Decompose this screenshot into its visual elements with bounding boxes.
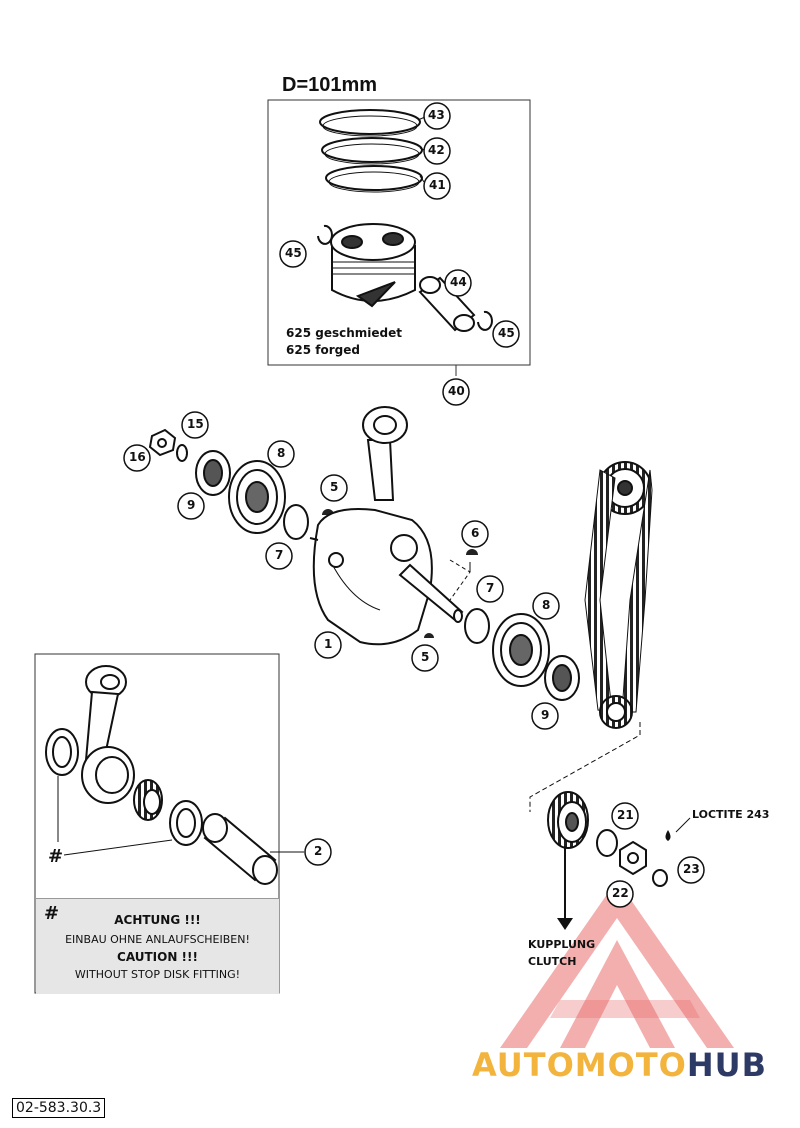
callout-16: 16	[129, 450, 146, 464]
loctite-label: LOCTITE 243	[692, 808, 770, 821]
piston-ring-42	[321, 137, 423, 165]
bearing-8-right	[492, 613, 550, 687]
warning-en-text: WITHOUT STOP DISK FITTING!	[74, 968, 241, 981]
piston	[330, 223, 416, 308]
bore-label: D=101mm	[282, 74, 378, 96]
callout-7-left: 7	[275, 548, 284, 562]
shim-7-left	[283, 504, 309, 540]
needle-bearing	[133, 779, 163, 821]
callout-40: 40	[448, 384, 465, 398]
shaft-seal-9-left	[195, 450, 231, 496]
callout-42: 42	[428, 143, 445, 157]
woodruff-key-6	[466, 549, 478, 555]
piston-pin	[418, 276, 476, 332]
nut-22	[619, 840, 647, 876]
callout-41: 41	[429, 178, 446, 192]
woodruff-key-5-bottom	[424, 633, 434, 638]
thrust-washer-right	[169, 800, 203, 846]
washer-15	[176, 444, 188, 462]
conrod	[81, 665, 135, 804]
callout-5-bottom: 5	[421, 650, 430, 664]
clutch-label-en: CLUTCH	[528, 955, 577, 968]
shim-7-right	[464, 608, 490, 644]
clutch-arrow	[557, 918, 573, 930]
callout-5-top: 5	[330, 480, 339, 494]
watermark-text: AUTOMOTOHUB	[472, 1046, 767, 1084]
circlip-45-right	[477, 310, 493, 331]
circlip-45-left	[317, 224, 333, 245]
washer-23	[652, 869, 668, 887]
crank-pin	[202, 813, 278, 885]
crank-gear	[547, 791, 589, 849]
callout-45-right: 45	[498, 326, 515, 340]
warning-de-title: ACHTUNG !!!	[114, 913, 201, 927]
callout-15: 15	[187, 417, 204, 431]
thrust-washer-left	[45, 728, 79, 776]
spacer-21	[596, 829, 618, 857]
clutch-label-de: KUPPLUNG	[528, 938, 596, 951]
hash-marker: #	[48, 846, 64, 867]
timing-chain	[584, 461, 653, 729]
callout-21: 21	[617, 808, 634, 822]
warning-de-text: EINBAU OHNE ANLAUFSCHEIBEN!	[65, 933, 250, 946]
callout-8-left: 8	[277, 446, 286, 460]
bearing-8-left	[228, 460, 286, 534]
watermark-part2: HUB	[686, 1046, 768, 1084]
warning-hash: #	[44, 903, 60, 924]
nut-16	[148, 428, 177, 457]
callout-9-right: 9	[541, 708, 550, 722]
document-number: 02-583.30.3	[12, 1098, 106, 1118]
watermark-part1: AUTOMOTO	[472, 1046, 687, 1084]
callout-6: 6	[471, 526, 480, 540]
piston-ring-41	[325, 165, 423, 193]
forged-label-de: 625 geschmiedet	[286, 326, 402, 340]
callout-8-right: 8	[542, 598, 551, 612]
loctite-drop	[665, 830, 671, 841]
piston-kit-frame	[267, 99, 531, 366]
shaft-seal-9-right	[544, 655, 580, 701]
crankshaft	[309, 406, 464, 646]
callout-43: 43	[428, 108, 445, 122]
warning-en-title: CAUTION !!!	[117, 950, 198, 964]
callout-2: 2	[314, 844, 323, 858]
callout-7-right: 7	[486, 581, 495, 595]
forged-label-en: 625 forged	[286, 343, 360, 357]
callout-44: 44	[450, 275, 467, 289]
callout-9-left: 9	[187, 498, 196, 512]
callout-circles	[123, 102, 705, 908]
callout-45-left: 45	[285, 246, 302, 260]
callout-22: 22	[612, 886, 629, 900]
warning-panel: # ACHTUNG !!! EINBAU OHNE ANLAUFSCHEIBEN…	[36, 898, 279, 994]
callout-23: 23	[683, 862, 700, 876]
callout-1: 1	[324, 637, 333, 651]
piston-ring-43	[319, 109, 421, 137]
watermark-logo	[500, 880, 734, 1048]
